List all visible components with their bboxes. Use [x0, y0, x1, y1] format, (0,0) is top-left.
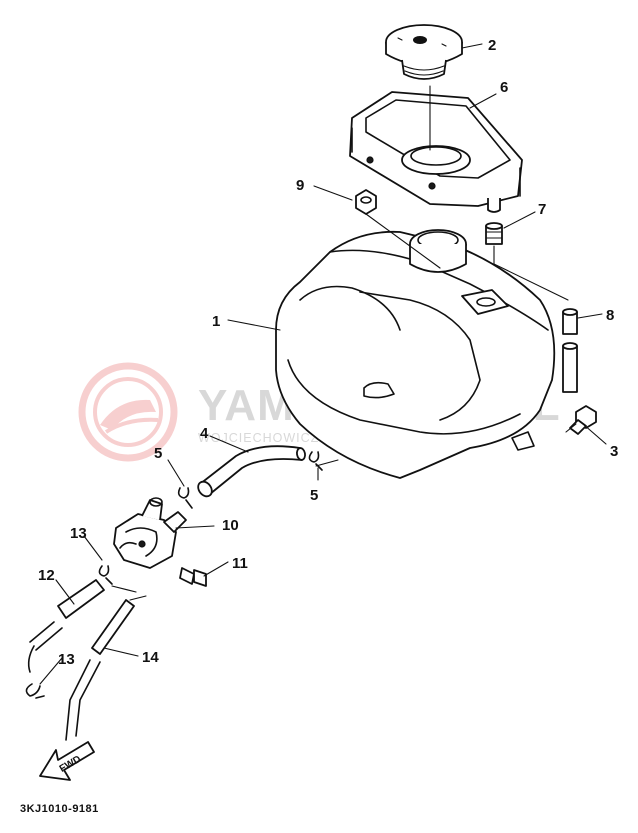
callout-9: 9 [296, 177, 304, 194]
callout-8: 8 [606, 307, 614, 324]
fuel-hose-part [197, 445, 306, 498]
callout-14: 14 [142, 649, 159, 666]
fuel-tank-part [275, 229, 556, 479]
overflow-hose-part [65, 599, 135, 741]
hose-clip-part [177, 451, 323, 509]
watermark-logo-icon [78, 362, 178, 462]
callout-4: 4 [200, 425, 209, 442]
nut-part [355, 189, 377, 215]
callout-11: 11 [232, 555, 248, 572]
forward-direction-marker: FWD [39, 741, 95, 781]
callout-2: 2 [488, 37, 496, 54]
fuel-cock-part [113, 497, 187, 569]
callout-13-lower: 13 [58, 651, 75, 668]
drain-hose-part [27, 579, 105, 673]
callout-13-upper: 13 [70, 525, 87, 542]
callout-12: 12 [38, 567, 55, 584]
fuel-cap-part [385, 24, 463, 80]
callout-labels: 2 6 9 7 8 1 3 4 5 5 10 11 13 12 13 14 [38, 37, 618, 668]
drain-clip-part [25, 565, 113, 699]
callout-5-lower: 5 [310, 487, 318, 504]
breather-hose-part [562, 308, 578, 393]
callout-10: 10 [222, 517, 239, 534]
tank-cover-part [349, 91, 523, 213]
screw-part [179, 567, 207, 587]
drawing-code: 3KJ1010-9181 [20, 803, 99, 815]
callout-1: 1 [212, 313, 220, 330]
callout-6: 6 [500, 79, 508, 96]
callout-5-upper: 5 [154, 445, 162, 462]
bolt-part [565, 405, 597, 435]
callout-3: 3 [610, 443, 618, 460]
leader-lines [39, 43, 607, 685]
callout-7: 7 [538, 201, 546, 218]
breather-fitting-part [485, 222, 503, 245]
